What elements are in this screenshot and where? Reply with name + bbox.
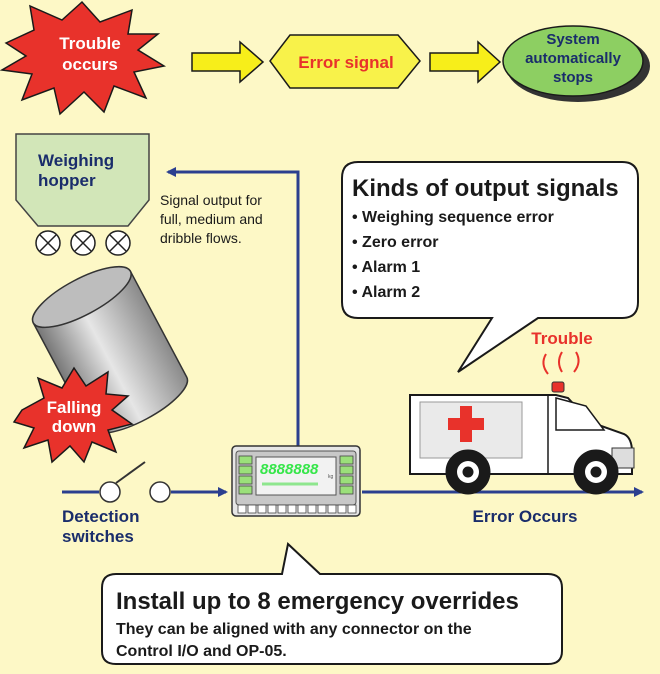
trouble-occurs-label-2: occurs: [62, 55, 118, 74]
system-stops-label-3: stops: [553, 69, 593, 86]
indicator-display-value: 8888888: [260, 461, 319, 478]
output-signals-title: Kinds of output signals: [352, 175, 619, 202]
detection-switches-label-1: Detection: [62, 507, 139, 526]
signal-output-note-2: full, medium and: [160, 211, 263, 227]
ambulance-wheel: [573, 449, 619, 495]
falling-down-label-2: down: [52, 417, 96, 436]
output-signal-item: • Alarm 1: [352, 259, 420, 276]
hopper-valve-icons: [35, 230, 131, 256]
ambulance-wheel: [445, 449, 491, 495]
system-stops-oval: System automatically stops: [502, 25, 650, 102]
yellow-arrow-2: [429, 40, 502, 84]
system-stops-label-1: System: [546, 31, 599, 48]
indicator-right-buttons: [339, 455, 354, 495]
indicator-lcd: [255, 456, 337, 496]
weighing-hopper-label-1: Weighing: [38, 151, 114, 170]
weighing-indicator: 8888888 kg: [231, 445, 361, 517]
signal-output-note-1: Signal output for: [160, 192, 262, 208]
ambulance: Trouble: [409, 329, 635, 495]
signal-line-to-hopper: [166, 167, 300, 462]
red-cross-icon: [448, 406, 484, 442]
ambulance-trouble-label: Trouble: [531, 329, 592, 348]
output-signal-item: • Alarm 2: [352, 284, 420, 301]
siren-flash-icon: [542, 351, 580, 375]
install-line-1: They can be aligned with any connector o…: [116, 621, 472, 638]
trouble-occurs-label-1: Trouble: [59, 34, 120, 53]
signal-output-note-3: dribble flows.: [160, 230, 242, 246]
output-signal-item: • Zero error: [352, 234, 439, 251]
indicator-left-buttons: [238, 455, 253, 495]
install-line-2: Control I/O and OP-05.: [116, 643, 287, 660]
output-signal-item: • Weighing sequence error: [352, 209, 554, 226]
indicator-keypad: [237, 504, 357, 514]
weighing-hopper: Weighing hopper: [15, 133, 150, 256]
falling-down-label-1: Falling: [47, 398, 102, 417]
weighing-hopper-label-2: hopper: [38, 171, 96, 190]
error-signal-diamond: Error signal: [269, 34, 421, 89]
yellow-arrow-1: [191, 40, 265, 84]
output-signals-callout: Kinds of output signals • Weighing seque…: [341, 161, 639, 373]
system-stops-label-2: automatically: [525, 50, 622, 67]
install-callout: Install up to 8 emergency overrides They…: [101, 542, 563, 665]
detection-switch: [62, 461, 171, 503]
indicator-unit: kg: [328, 474, 334, 480]
trouble-burst: Trouble occurs: [0, 0, 167, 116]
detection-switches-label-2: switches: [62, 527, 134, 546]
falling-down-burst: Falling down: [12, 366, 134, 464]
error-occurs-label: Error Occurs: [473, 507, 578, 526]
error-signal-label: Error signal: [298, 53, 393, 72]
install-title: Install up to 8 emergency overrides: [116, 588, 519, 615]
